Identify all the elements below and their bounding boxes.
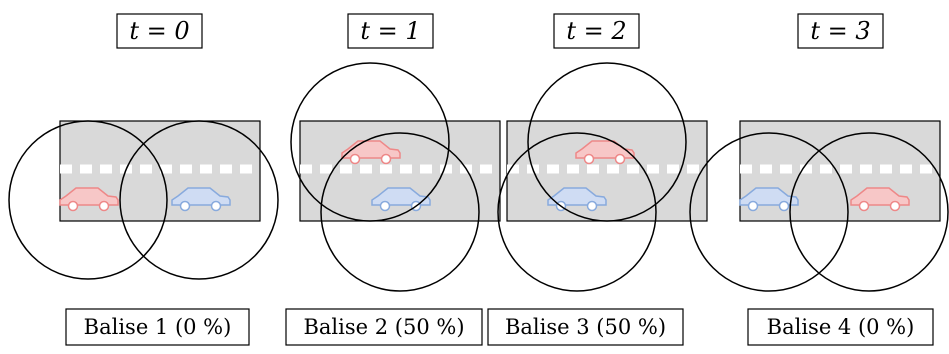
beacon-label: Balise 2 (50 %) (303, 315, 464, 339)
time-label: t = 0 (129, 17, 189, 45)
frame-3: t = 3 Balise 4 (0 %) (689, 13, 949, 346)
red-car (575, 140, 635, 165)
time-label-box (797, 13, 884, 49)
beacon-label: Balise 1 (0 %) (84, 315, 232, 339)
red-car (59, 187, 119, 212)
beacon-label-box (487, 308, 684, 346)
frame-1: t = 1 Balise 2 (50 %) (285, 13, 501, 346)
beacon-range-circle-right (789, 132, 949, 292)
time-label: t = 2 (566, 17, 626, 45)
time-label: t = 3 (810, 17, 870, 45)
beacon-range-circle-upper (290, 62, 450, 222)
beacon-label: Balise 3 (50 %) (505, 315, 666, 339)
beacon-range-circle-lower (497, 132, 657, 292)
beacon-label-box (747, 308, 934, 346)
beacon-range-circle-left (689, 132, 849, 292)
red-car (850, 187, 910, 212)
beacon-label-box (65, 308, 250, 346)
blue-car (739, 187, 799, 212)
time-label-box (347, 13, 434, 49)
time-label-box (553, 13, 640, 49)
beacon-range-circle-lower (320, 132, 480, 292)
blue-car (171, 187, 231, 212)
beacon-label-box (285, 308, 483, 346)
frame-2: t = 2 Balise 3 (50 %) (487, 13, 708, 346)
frame-0: t = 0 Balise 1 (0 %) (8, 13, 279, 346)
beacon-range-circle-right (119, 120, 279, 280)
time-label: t = 1 (360, 17, 420, 45)
beacon-range-circle-upper (527, 62, 687, 222)
beacon-label: Balise 4 (0 %) (767, 315, 915, 339)
beacon-range-circle-left (8, 120, 168, 280)
time-label-box (116, 13, 203, 49)
